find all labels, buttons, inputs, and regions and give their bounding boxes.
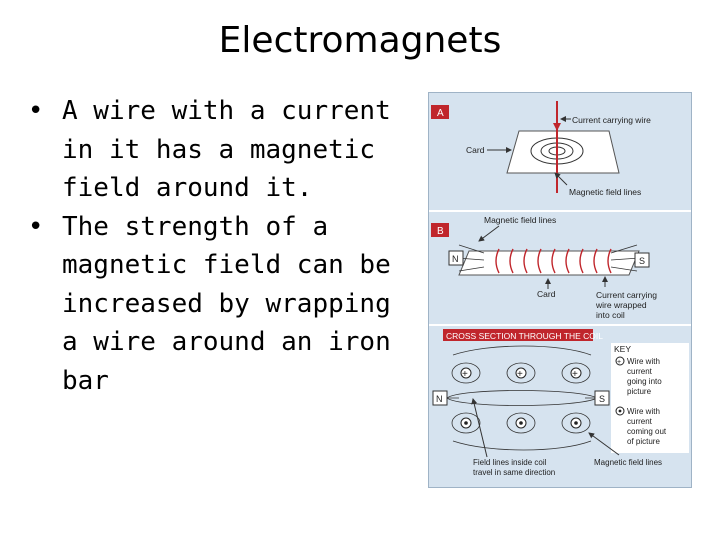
key-out-text-3: coming out [627, 427, 667, 436]
leader-line [478, 225, 500, 242]
south-pole-box [634, 252, 650, 268]
panel-a-tag-box [431, 105, 449, 119]
coil-loops [495, 248, 612, 274]
bullet-item: • A wire with a current in it has a magne… [28, 92, 398, 208]
panel-a-tag: A [437, 108, 444, 119]
cs-south-box [594, 390, 610, 406]
bullet-text: The strength of a magnetic field can be … [62, 211, 391, 396]
inside-note-2: travel in same direction [473, 468, 555, 477]
coil-label-3: into coil [596, 310, 625, 320]
north-pole-label: N [452, 254, 459, 264]
bullet-dot-icon: • [28, 211, 44, 242]
cross-section-heading: CROSS SECTION THROUGH THE COIL [446, 331, 603, 341]
cross-section: CROSS SECTION THROUGH THE COIL + + + [432, 329, 689, 477]
slide-title: Electromagnets [218, 20, 502, 61]
bullet-dot-icon: • [28, 96, 44, 126]
leader-line [554, 172, 568, 186]
coil-label-2: wire wrapped [595, 300, 647, 310]
key-out-text-4: of picture [627, 437, 660, 446]
svg-text:+: + [572, 369, 578, 380]
bullet-item: • The strength of a magnetic field can be… [28, 208, 398, 401]
leader-line [588, 432, 620, 456]
key-into-text-2: current [627, 367, 653, 376]
cross-section-field-lines [437, 345, 609, 451]
south-pole-label: S [639, 256, 645, 266]
svg-text:+: + [462, 369, 468, 380]
card-shape [506, 130, 620, 174]
cs-north-label: N [436, 394, 443, 404]
current-wire-label: Current carrying wire [572, 115, 651, 125]
panel-b: B Magnetic field lines N [431, 215, 657, 320]
cs-field-lines-label: Magnetic field lines [594, 458, 662, 467]
electromagnet-figure: A Current carrying wire Card Magnetic fi… [428, 92, 692, 488]
cs-north-box [432, 390, 448, 406]
cs-south-label: S [599, 394, 605, 404]
bullet-list: • A wire with a current in it has a magne… [28, 92, 398, 400]
coil-field-lines-label: Magnetic field lines [484, 215, 556, 225]
field-lines-label: Magnetic field lines [569, 187, 641, 197]
bullet-text: A wire with a current in it has a magnet… [62, 96, 391, 203]
coil-label-1: Current carrying [596, 290, 657, 300]
key-into-text-1: Wire with [627, 357, 660, 366]
cross-section-heading-box [443, 329, 593, 341]
panel-a: A Current carrying wire Card Magnetic fi… [431, 101, 651, 197]
svg-text:+: + [617, 359, 621, 366]
leader-line [471, 398, 488, 458]
wire-out-marks [460, 417, 582, 429]
key-into-text-3: going into [627, 377, 662, 386]
panel-b-tag: B [437, 226, 444, 237]
coil-card-shape [458, 250, 640, 276]
current-arrow-icon [553, 123, 561, 131]
key-into-icon [615, 356, 625, 366]
key-out-text-2: current [627, 417, 653, 426]
coil-card-label: Card [537, 289, 556, 299]
wire-into-marks: + + + [460, 367, 582, 380]
svg-text:+: + [517, 369, 523, 380]
inside-note-1: Field lines inside coil [473, 458, 547, 467]
key-heading: KEY [614, 344, 631, 354]
card-label: Card [466, 145, 485, 155]
key-into-text-4: picture [627, 387, 652, 396]
key-out-text-1: Wire with [627, 407, 660, 416]
north-pole-box [448, 250, 464, 266]
panel-b-tag-box [431, 223, 449, 237]
